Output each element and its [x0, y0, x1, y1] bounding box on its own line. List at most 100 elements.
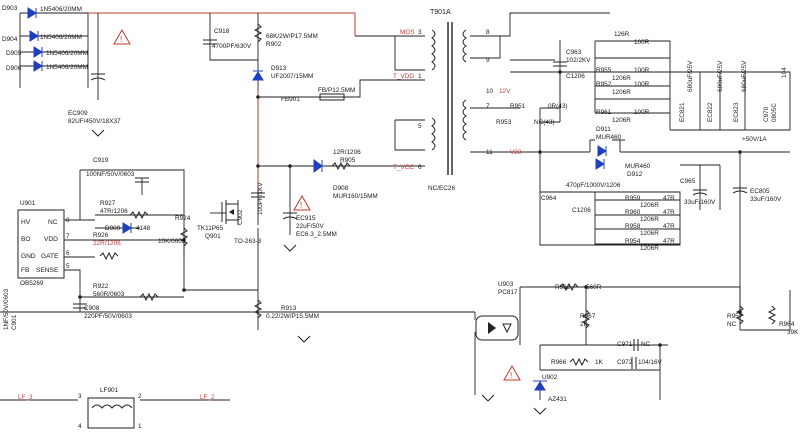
label-pin3: 3 — [418, 29, 422, 36]
diode-d912 — [595, 158, 605, 170]
label-r961-pkg: 1206R — [612, 117, 631, 124]
transformer-t901a: T901A MOS 3 T_VDD 1 5 T_VCC 6 NC/EC26 8 … — [393, 9, 522, 192]
label-d911: D911 — [596, 126, 611, 133]
pin-6-num: 6 — [66, 250, 70, 257]
resistor-r957 — [735, 305, 745, 325]
aux-winding — [431, 117, 436, 151]
diode-d909 — [122, 222, 132, 234]
label-ec823: EC823 — [733, 102, 740, 122]
capacitor-c971 — [633, 339, 639, 351]
label-c1206b: C1206 — [572, 207, 591, 214]
label-q901: Q901 — [205, 233, 221, 240]
label-r955: R955 — [596, 67, 612, 74]
ground-symbol — [283, 244, 297, 252]
label-d906-part: 1N5406/20MM — [46, 64, 88, 71]
label-d905-part: 1N5406/20MM — [46, 50, 88, 57]
capacitor-c963 — [553, 61, 567, 67]
label-lf901: LF901 — [100, 387, 119, 394]
label-t-vcc: T_VCC — [393, 164, 414, 171]
label-r959: R959 — [625, 195, 641, 202]
label-d905: D905 — [6, 50, 22, 57]
resistor-r924 — [179, 227, 189, 247]
label-r924: R924 — [175, 215, 191, 222]
label-c1206a: C1206 — [566, 73, 585, 80]
label-ec915-pkg: EC6.3_2.5MM — [296, 231, 337, 238]
label-r922: R922 — [93, 283, 109, 290]
label-r957-val: NC — [727, 321, 737, 328]
label-pin5: 5 — [418, 123, 422, 130]
label-r952-pkg: 1206R — [612, 89, 631, 96]
label-c971: C971 — [617, 341, 633, 348]
filter-winding — [91, 404, 133, 409]
label-r961-val: 100R — [634, 109, 650, 116]
label-c918-val: 4700PF/630V — [212, 43, 252, 50]
resistor-r966 — [569, 357, 589, 367]
resistor-r964 — [767, 305, 777, 325]
ground-symbol — [481, 394, 495, 402]
diode-d911 — [597, 145, 607, 157]
diode-d904 — [29, 30, 39, 42]
label-c902: C902 — [237, 209, 244, 225]
resistor-r902 — [253, 23, 263, 43]
label-r951: R951 — [510, 103, 526, 110]
label-r960-pkg: 1206R — [640, 216, 659, 223]
warning-icon: ! — [293, 194, 311, 211]
label-c972: C972 — [617, 359, 633, 366]
label-r902-val: 68K/2W/P17.5MM — [266, 33, 318, 40]
label-r957: R957 — [727, 313, 743, 320]
label-c908: C908 — [84, 305, 100, 312]
label-r960: R960 — [625, 209, 641, 216]
pin-gate: GATE — [41, 253, 59, 260]
warning-icon: ! — [503, 364, 521, 381]
label-r959-val: 47R — [663, 195, 675, 202]
ic-u901 — [17, 209, 65, 279]
label-r955-val: 100R — [634, 67, 650, 74]
pin-vdd: VDD — [44, 236, 58, 243]
capacitor-c918 — [203, 39, 217, 45]
wires — [0, 12, 791, 401]
capacitor-c908 — [73, 303, 87, 309]
label-d909: D909 — [105, 225, 121, 232]
ground-symbol — [91, 129, 105, 137]
label-r905: R905 — [340, 157, 356, 164]
label-pin8: 8 — [486, 29, 490, 36]
label-r964: R964 — [779, 321, 795, 328]
label-ec822: EC822 — [707, 102, 714, 122]
label-d903: D903 — [2, 5, 18, 12]
label-c0805: 0805C — [771, 103, 778, 122]
primary-winding — [431, 29, 436, 71]
label-t-vdd: T_VDD — [393, 73, 414, 80]
resistor-r905 — [331, 161, 351, 171]
warning-icon: ! — [113, 28, 131, 45]
ground-symbol — [533, 407, 547, 415]
label-r924-val: 10K/0603 — [158, 238, 186, 245]
secondary-section: C963 102/2KV C1206 R951 0R(43) R953 NC(4… — [496, 31, 788, 252]
label-p2: 2 — [138, 393, 142, 400]
label-lf3: LF_3 — [18, 394, 33, 401]
label-c918: C918 — [214, 28, 230, 35]
label-ec909: EC909 — [68, 110, 88, 117]
label-r927-val: 47R/1206 — [100, 208, 128, 215]
pin-8-num: 8 — [66, 217, 70, 224]
label-r955-pkg: 1206R — [612, 75, 631, 82]
ferrite-bead — [319, 93, 345, 101]
label-r952-val: 100R — [634, 81, 650, 88]
label-12v: 12V — [499, 88, 511, 95]
aux-supply: 12R/1206 R905 D908 MUR160/15MM EC915 22u… — [237, 149, 378, 252]
label-c970: C970 — [763, 106, 770, 122]
label-pin10: 10 — [486, 88, 494, 95]
label-c971-val: NC — [641, 341, 651, 348]
label-az431: AZ431 — [548, 396, 567, 403]
label-r958: R958 — [625, 223, 641, 230]
label-d911-part: MUR460 — [596, 134, 622, 141]
label-c965: C965 — [680, 178, 696, 185]
label-c972-val: 104/16V — [638, 359, 663, 366]
filter-body — [87, 397, 135, 429]
label-r959-pkg: 1206R — [640, 202, 659, 209]
label-r967: R967 — [580, 313, 596, 320]
capacitor-c965 — [692, 189, 708, 196]
junction-dots — [78, 70, 742, 347]
label-r958-val: 47R — [663, 223, 675, 230]
label-ec915: EC915 — [296, 215, 316, 222]
